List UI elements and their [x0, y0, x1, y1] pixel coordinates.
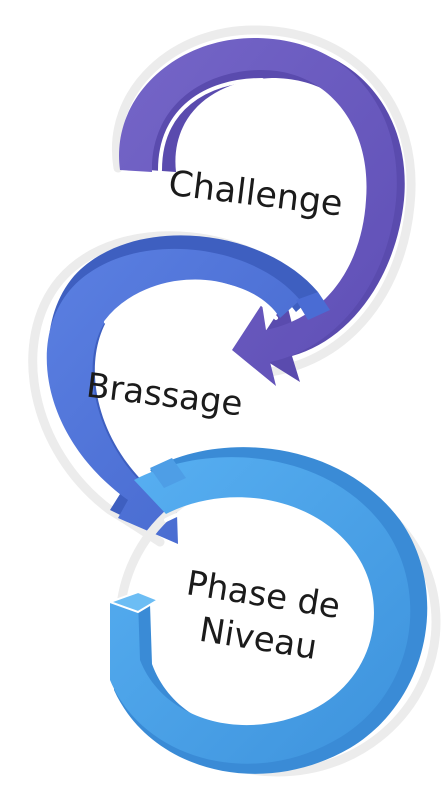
challenge-label: Challenge: [166, 164, 345, 225]
brassage-label: Brassage: [84, 366, 245, 425]
challenge-arrow-body: [119, 37, 397, 386]
brassage-arrow-body: [46, 248, 301, 544]
phase-arrow-cap: [107, 590, 161, 614]
phase-label-group: Phase de Niveau: [184, 563, 343, 668]
brassage-connector: [296, 292, 330, 320]
phase-arrow: [107, 447, 441, 777]
phase-connector: [150, 458, 186, 488]
challenge-label-group: Challenge: [166, 164, 345, 225]
brassage-arrow: [28, 231, 330, 547]
challenge-arrow: [112, 25, 416, 386]
brassage-label-group: Brassage: [84, 366, 245, 425]
